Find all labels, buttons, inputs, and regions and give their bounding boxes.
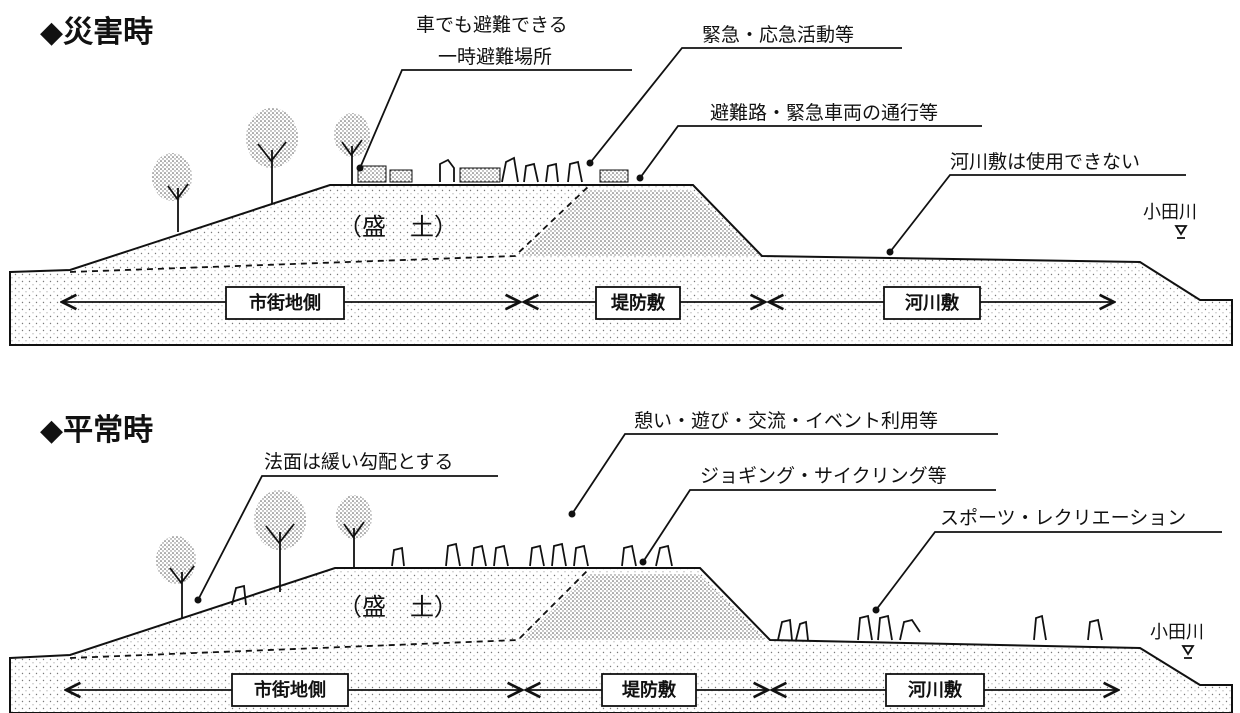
tree-icon <box>152 153 192 232</box>
zone-box <box>225 286 345 320</box>
zone-box <box>601 673 697 707</box>
person-icon <box>573 544 589 567</box>
disaster-levee-core <box>520 190 760 256</box>
disaster-mound-label: （盛 土） <box>338 213 458 241</box>
normal-panel: ◆平常時 <box>9 410 1233 713</box>
person-icon <box>551 542 567 567</box>
disaster-people-vehicles <box>357 156 629 183</box>
normal-trees <box>156 490 372 618</box>
riverbank-label: 河川敷 <box>905 292 960 314</box>
normal-levee-core <box>522 574 766 640</box>
tree-icon <box>336 495 372 568</box>
person-icon <box>445 542 461 567</box>
tree-icon <box>246 108 298 204</box>
person-icon <box>493 544 509 567</box>
zone-box <box>883 286 981 320</box>
disaster-panel: ◆災害時 <box>9 14 1233 346</box>
disaster-title: ◆災害時 <box>40 15 153 50</box>
person-icon <box>439 158 455 182</box>
slope-label: 法面は緩い勾配とする <box>264 451 453 473</box>
disaster-river-label: 小田川 <box>1143 202 1197 223</box>
normal-river-label: 小田川 <box>1150 622 1204 643</box>
tree-icon <box>156 536 196 618</box>
city-side-label: 市街地側 <box>249 292 321 314</box>
water-level-icon <box>1174 225 1188 239</box>
jogging-label: ジョギング・サイクリング等 <box>700 465 947 487</box>
person-icon <box>567 160 583 183</box>
cyclist-icon <box>655 544 673 567</box>
car-icon <box>357 165 387 183</box>
person-icon <box>1087 618 1103 641</box>
disaster-original-levee-line <box>69 184 591 273</box>
route-label: 避難路・緊急車両の通行等 <box>710 102 938 124</box>
sports-label: スポーツ・レクリエーション <box>940 507 1186 529</box>
person-icon <box>523 162 539 183</box>
jogger-icon <box>621 544 637 567</box>
riverbed-unusable-label: 河川敷は使用できない <box>950 151 1140 173</box>
normal-mound-label: （盛 土） <box>338 593 458 621</box>
riverbank-label: 河川敷 <box>908 679 963 701</box>
disaster-trees <box>152 108 370 232</box>
zone-box <box>231 673 349 707</box>
zone-box <box>885 673 985 707</box>
tree-icon <box>334 113 370 185</box>
normal-title: ◆平常時 <box>40 413 153 448</box>
zone-box <box>595 286 681 320</box>
disaster-leader-lines <box>356 47 1186 256</box>
truck-icon <box>459 167 501 183</box>
evac-label-line2: 一時避難場所 <box>438 46 552 68</box>
emergency-label: 緊急・応急活動等 <box>702 24 854 46</box>
evac-label-line1: 車でも避難できる <box>416 14 568 36</box>
normal-people <box>231 542 1103 641</box>
person-icon <box>795 620 809 641</box>
person-icon <box>1033 614 1047 641</box>
car-icon <box>599 169 629 183</box>
person-icon <box>877 614 893 641</box>
person-icon <box>501 156 519 183</box>
car-icon <box>389 169 413 183</box>
water-level-icon <box>1181 645 1195 659</box>
recreation-label: 憩い・遊び・交流・イベント利用等 <box>634 410 938 432</box>
person-icon <box>899 618 921 641</box>
levee-area-label: 堤防敷 <box>622 679 677 701</box>
tree-icon <box>254 490 306 592</box>
city-side-label: 市街地側 <box>254 679 326 701</box>
person-icon <box>231 584 247 606</box>
person-icon <box>471 544 487 567</box>
person-icon <box>777 618 793 641</box>
person-icon <box>857 614 873 641</box>
person-icon <box>529 544 545 567</box>
person-icon <box>545 162 559 183</box>
normal-leader-lines <box>194 433 1222 614</box>
levee-area-label: 堤防敷 <box>611 292 666 314</box>
person-icon <box>391 546 405 567</box>
